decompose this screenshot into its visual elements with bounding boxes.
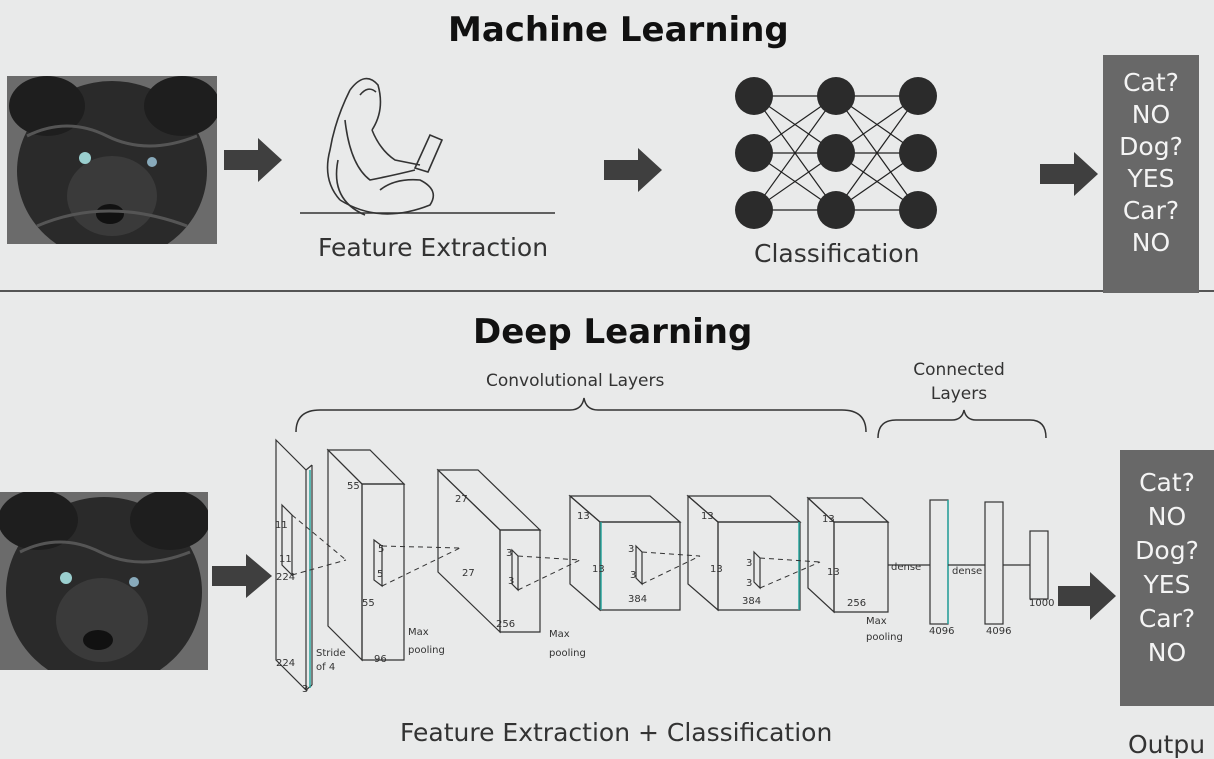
arrow-right-icon [212, 554, 272, 598]
output-line: Car? [1138, 604, 1196, 633]
fc-label: 4096 [986, 626, 1012, 637]
output-line: NO [1147, 502, 1187, 531]
person-laptop-icon [300, 77, 555, 216]
ml-title: Machine Learning [448, 10, 789, 50]
feature-extraction-label: Feature Extraction [318, 233, 549, 262]
kernel-connectors [291, 514, 821, 591]
connected-line-2: Layers [930, 384, 988, 404]
pool-label: pooling [866, 632, 903, 643]
connected-line-1: Connected [913, 360, 1005, 380]
arch-label: 13 [827, 567, 840, 578]
dense-label: dense [891, 562, 922, 573]
arrow-right-icon [1058, 572, 1116, 620]
output-line: NO [1147, 638, 1187, 667]
stride-label-1: Stride [316, 648, 346, 659]
dog-photo-bottom [0, 492, 208, 670]
dl-output-box: Cat? NO Dog? YES Car? NO [1120, 450, 1214, 706]
arrow-right-icon [604, 148, 662, 192]
arch-label: 96 [374, 654, 387, 665]
classification-label: Classification [754, 239, 920, 268]
arch-label: 3 [302, 684, 309, 695]
output-line: YES [1143, 570, 1191, 599]
output-line: Car? [1122, 196, 1180, 225]
output-line: YES [1127, 164, 1175, 193]
arch-label: 13 [592, 564, 605, 575]
arch-label: 224 [276, 572, 296, 583]
arch-label: 13 [701, 511, 714, 522]
conv-layer-3 [568, 494, 682, 612]
dog-photo-top [7, 76, 217, 244]
arrow-right-icon [1040, 152, 1098, 196]
dl-bottom-caption: Feature Extraction + Classification [400, 718, 833, 747]
dl-title: Deep Learning [473, 312, 753, 352]
pool-label: pooling [408, 645, 445, 656]
arch-label: 13 [822, 514, 835, 525]
connected-brace [877, 409, 1047, 439]
arch-label: 3 [506, 548, 513, 559]
dense-label: dense [952, 566, 983, 577]
arch-label: 3 [630, 570, 637, 581]
arch-label: 13 [577, 511, 590, 522]
arch-label: 11 [275, 520, 288, 531]
arch-label: 3 [628, 544, 635, 555]
output-line: Dog? [1119, 132, 1183, 161]
pool-label: Max [408, 627, 429, 638]
conv-brace [295, 397, 867, 433]
conv-layer-1 [326, 448, 406, 662]
connected-layers-label: Connected Layers [900, 358, 1018, 406]
ml-output-box: Cat? NO Dog? YES Car? NO [1103, 55, 1199, 293]
arch-label: 5 [378, 544, 385, 555]
fc-label: 4096 [929, 626, 955, 637]
output-line: Dog? [1135, 536, 1199, 565]
pool-label: Max [549, 629, 570, 640]
arch-label: 224 [276, 658, 296, 669]
arch-label: 256 [496, 619, 516, 630]
input-layer [275, 438, 313, 692]
conv-layers-label: Convolutional Layers [486, 371, 665, 391]
arch-label: 55 [347, 481, 360, 492]
output-line: Cat? [1139, 468, 1195, 497]
arch-label: 55 [362, 598, 375, 609]
stride-label-2: of 4 [316, 662, 336, 673]
output-caption: Outpu [1128, 730, 1206, 759]
conv-layer-2 [436, 468, 542, 634]
arrow-right-icon [224, 138, 282, 182]
arch-label: 3 [746, 578, 753, 589]
arch-label: 384 [628, 594, 648, 605]
pool-label: Max [866, 616, 887, 627]
neural-network-icon [735, 77, 937, 229]
dense-layers [888, 499, 1049, 625]
arch-label: 11 [279, 554, 292, 565]
arch-label: 256 [847, 598, 867, 609]
arch-label: 27 [462, 568, 475, 579]
output-line: NO [1131, 100, 1171, 129]
conv-layer-4 [686, 494, 802, 612]
arch-label: 3 [508, 576, 515, 587]
arch-label: 5 [377, 569, 384, 580]
output-line: Cat? [1123, 68, 1179, 97]
arch-label: 384 [742, 596, 762, 607]
fc-label: 1000 [1029, 598, 1055, 609]
arch-label: 27 [455, 494, 468, 505]
section-divider [0, 290, 1214, 292]
arch-label: 13 [710, 564, 723, 575]
output-line: NO [1131, 228, 1171, 257]
arch-label: 3 [746, 558, 753, 569]
pool-label: pooling [549, 648, 586, 659]
conv-layer-5 [806, 496, 890, 614]
